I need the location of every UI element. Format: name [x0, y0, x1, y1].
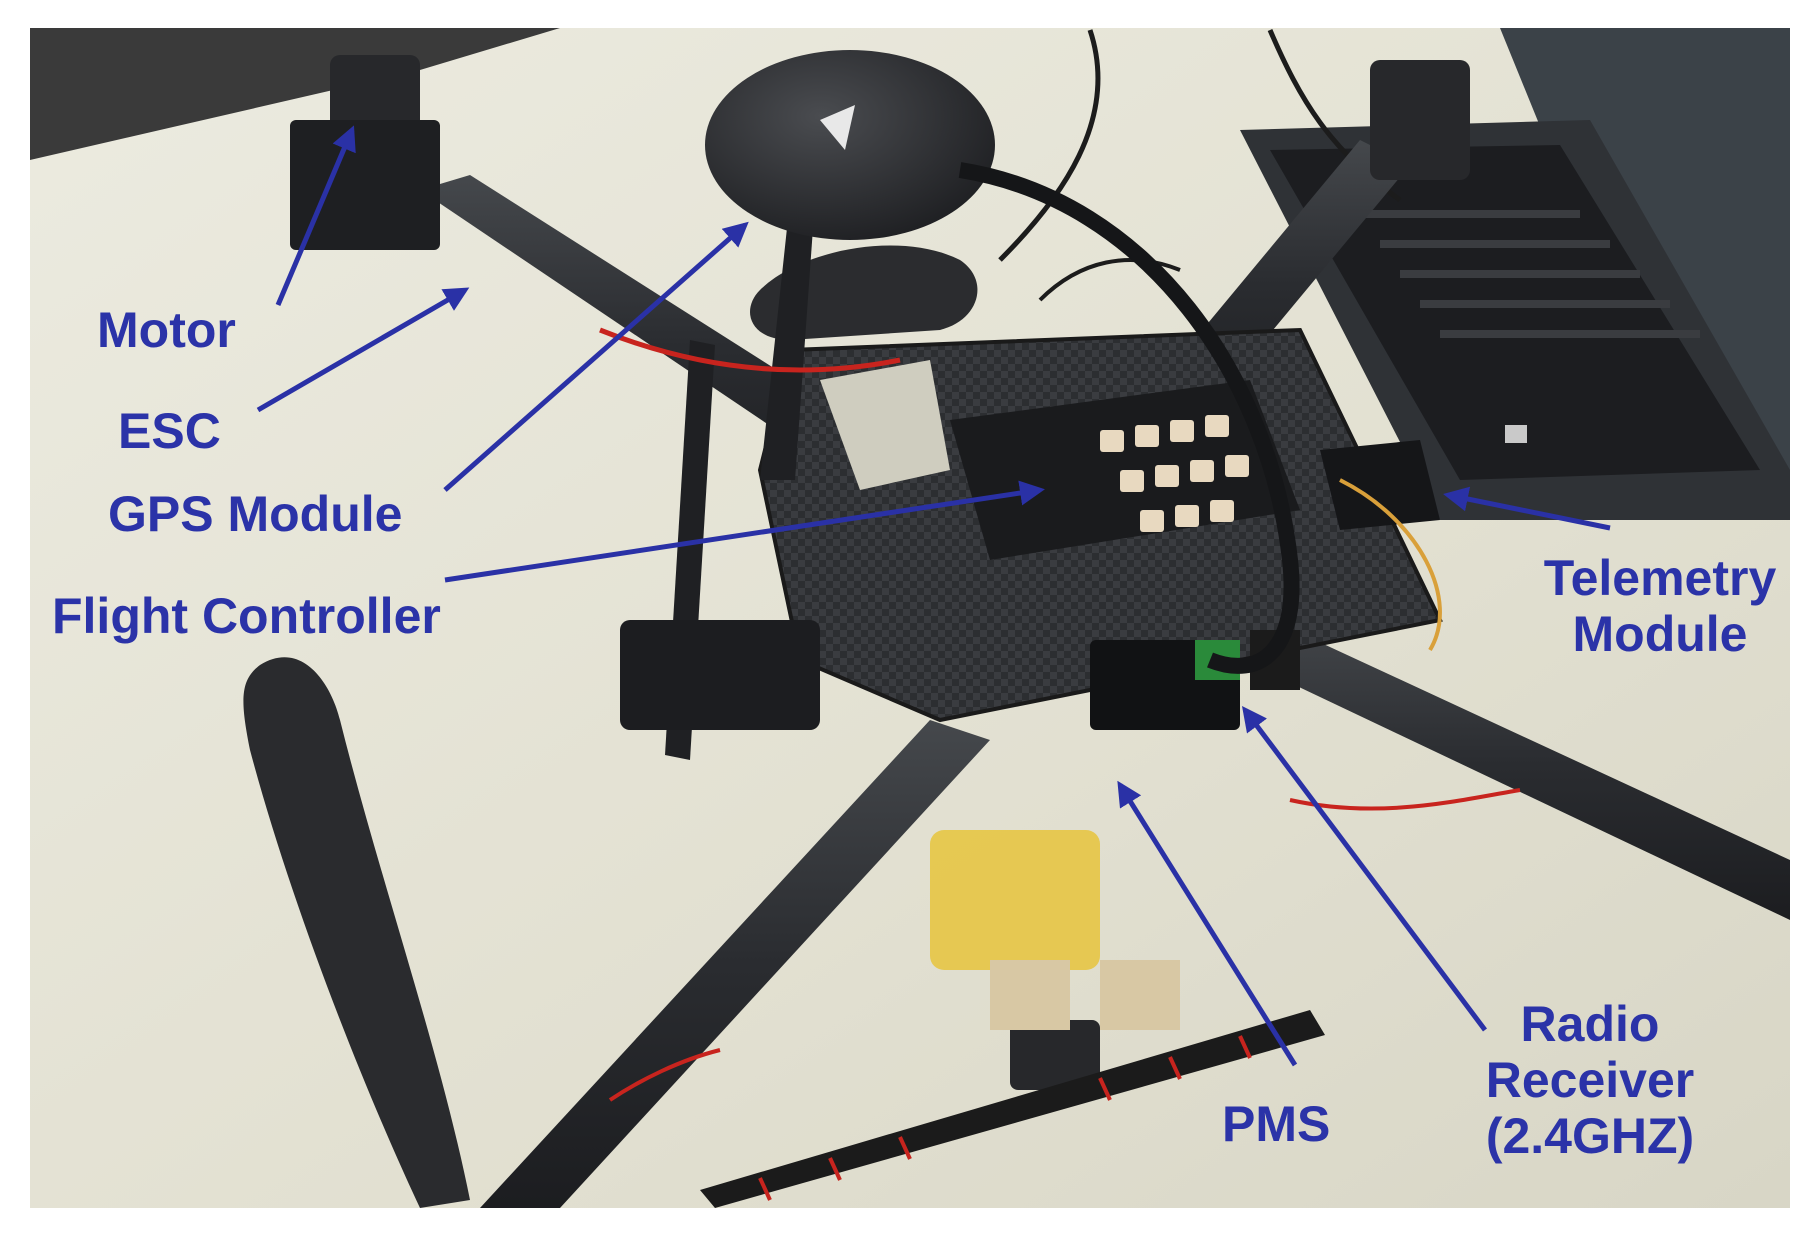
- telemetry-label-line1: Telemetry: [1543, 550, 1777, 606]
- motor-arrow: [275, 125, 356, 306]
- flight-controller-arrow: [444, 480, 1045, 583]
- radio-label-line2: Receiver: [1485, 1052, 1695, 1108]
- radio-receiver-label: Radio Receiver (2.4GHZ): [1455, 996, 1725, 1164]
- esc-arrow: [256, 287, 470, 413]
- annotation-arrows: [256, 125, 1611, 1067]
- pms-label: PMS: [1222, 1096, 1331, 1152]
- laptop: [1240, 28, 1790, 520]
- radio-arrow: [1242, 706, 1487, 1032]
- esc-label: ESC: [118, 403, 221, 459]
- telemetry-label-line2: Module: [1572, 606, 1748, 662]
- gps-module-label: GPS Module: [108, 486, 403, 542]
- pms-arrow: [1117, 780, 1298, 1067]
- telemetry-module-label: Telemetry Module: [1525, 550, 1795, 662]
- radio-label-line3: (2.4GHZ): [1485, 1108, 1695, 1164]
- telemetry-arrow: [1443, 486, 1611, 531]
- motor-label: Motor: [97, 302, 236, 358]
- frame-plate: [757, 327, 1443, 730]
- propeller: [243, 657, 470, 1208]
- radio-label-line1: Radio: [1520, 996, 1660, 1052]
- gps-arrow: [443, 221, 749, 492]
- gps-unit: [705, 50, 1300, 674]
- flight-controller-label: Flight Controller: [52, 588, 441, 644]
